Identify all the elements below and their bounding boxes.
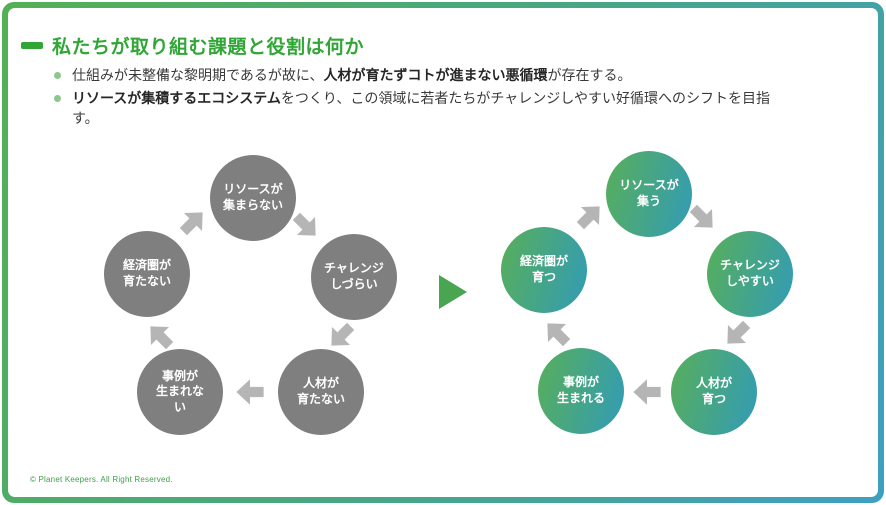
bullet-list: 仕組みが未整備な黎明期であるが故に、人材が育たずコトが進まない悪循環が存在する。… [54,66,778,132]
bullet-item-1: 仕組みが未整備な黎明期であるが故に、人材が育たずコトが進まない悪循環が存在する。 [54,66,778,86]
cycle-arrow-icon [169,198,217,246]
negative-node-challenge: チャレンジ しづらい [311,234,397,320]
bullet-2-bold: リソースが集積するエコシステム [72,89,281,106]
title-accent-bar [21,42,43,49]
bullet-marker-icon [54,94,61,102]
cycle-arrow-icon [630,375,664,409]
cycle-arrow-icon [282,202,330,250]
copyright-footer: © Planet Keepers. All Right Reserved. [30,475,173,484]
positive-node-challenge: チャレンジ しやすい [707,231,793,317]
negative-node-resources: リソースが 集まらない [210,155,296,241]
cycle-arrow-icon [233,375,267,409]
cycle-arrow-icon [679,194,727,242]
cycle-arrow-icon [566,192,614,240]
negative-node-cases: 事例が 生まれな い [137,349,223,435]
positive-node-cases: 事例が 生まれる [538,348,624,434]
bullet-marker-icon [54,72,61,79]
slide: 私たちが取り組む課題と役割は何か 仕組みが未整備な黎明期であるが故に、人材が育た… [8,8,878,497]
bullet-1-post: が存在する。 [547,67,632,83]
positive-node-talent: 人材が 育つ [671,349,757,435]
negative-node-economy: 経済圏が 育たない [104,231,190,317]
negative-node-talent: 人材が 育たない [278,349,364,435]
cycle-arrow-icon [317,312,365,360]
page-title: 私たちが取り組む課題と役割は何か [52,37,365,58]
transition-arrow-icon [439,275,467,309]
bullet-1-pre: 仕組みが未整備な黎明期であるが故に、 [72,67,324,83]
bullet-text-2: リソースが集積するエコシステムをつくり、この領域に若者たちがチャレンジしやすい好… [72,89,778,129]
cycle-arrow-icon [136,312,184,360]
bullet-2-post: をつくり、この領域に若者たちがチャレンジしやすい好循環へのシフトを目指す。 [72,89,771,126]
cycle-arrow-icon [713,310,761,358]
positive-node-economy: 経済圏が 育つ [501,227,587,313]
bullet-text-1: 仕組みが未整備な黎明期であるが故に、人材が育たずコトが進まない悪循環が存在する。 [72,66,631,86]
bullet-1-bold: 人材が育たずコトが進まない悪循環 [323,67,548,83]
cycle-arrow-icon [533,309,581,357]
positive-node-resources: リソースが 集う [606,151,692,237]
title-row: 私たちが取り組む課題と役割は何か [21,32,364,59]
bullet-item-2: リソースが集積するエコシステムをつくり、この領域に若者たちがチャレンジしやすい好… [54,89,778,129]
